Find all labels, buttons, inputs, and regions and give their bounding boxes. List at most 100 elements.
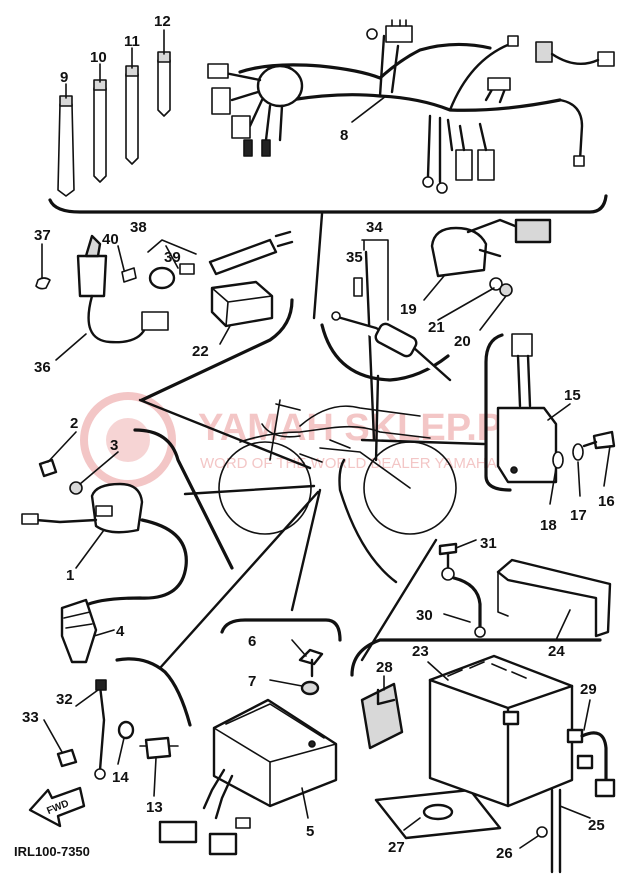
cdi-unit-mount bbox=[308, 740, 316, 748]
callout-17: 17 bbox=[570, 507, 587, 524]
leader-14 bbox=[117, 737, 125, 765]
cdi-coupler-b bbox=[208, 832, 238, 856]
harness-terminal-left-a bbox=[243, 139, 253, 157]
callout-22: 22 bbox=[192, 343, 209, 360]
plug-cap-ribs bbox=[63, 611, 93, 629]
bracket-rectifier-group bbox=[115, 657, 192, 727]
callout-40: 40 bbox=[102, 231, 119, 248]
harness-end-lead bbox=[550, 52, 600, 66]
leader-4 bbox=[93, 629, 115, 637]
leaders-9-12 bbox=[65, 29, 165, 99]
callout-18: 18 bbox=[540, 517, 557, 534]
washer-17 bbox=[572, 443, 584, 461]
callout-23: 23 bbox=[412, 643, 429, 660]
part-battery-pad-27 bbox=[374, 788, 502, 840]
bracket-front-bottom bbox=[220, 618, 342, 642]
sensor-32-terminal bbox=[94, 768, 106, 780]
callout-16: 16 bbox=[598, 493, 615, 510]
starter-relay-body bbox=[430, 226, 488, 278]
callout-1: 1 bbox=[66, 567, 74, 584]
part-flasher-unit-34 bbox=[331, 239, 452, 382]
cdi-unit-body bbox=[212, 698, 338, 808]
bolt-16-head bbox=[592, 430, 616, 450]
part-battery-23 bbox=[428, 654, 574, 808]
rear-wheel bbox=[363, 441, 457, 535]
flasher-group-bracket bbox=[361, 239, 389, 321]
callout-2: 2 bbox=[70, 415, 78, 432]
leader-relay bbox=[360, 438, 486, 446]
harness-coupler-c bbox=[487, 77, 511, 91]
harness-connector-small bbox=[507, 35, 519, 47]
leader-30 bbox=[443, 613, 471, 623]
leader-24 bbox=[555, 609, 571, 641]
bracket-top-harness bbox=[48, 194, 608, 214]
part-battery-lead-29 bbox=[566, 728, 616, 798]
callout-26: 26 bbox=[496, 845, 513, 862]
part-flasher-relay-22 bbox=[210, 280, 274, 328]
callout-29: 29 bbox=[580, 681, 597, 698]
callout-15: 15 bbox=[564, 387, 581, 404]
fwd-arrow: FWD bbox=[28, 786, 86, 828]
harness-branch-upper bbox=[378, 34, 400, 98]
part-cable-bands bbox=[57, 51, 171, 197]
callout-24: 24 bbox=[548, 643, 565, 660]
leader-19 bbox=[423, 275, 445, 301]
leader-33 bbox=[43, 719, 63, 753]
leader-21 bbox=[437, 287, 495, 321]
battery-lead-30-eye bbox=[441, 567, 455, 581]
plug-cap-4 bbox=[60, 598, 98, 664]
callout-8: 8 bbox=[340, 127, 348, 144]
callout-13: 13 bbox=[146, 799, 163, 816]
callout-10: 10 bbox=[90, 49, 107, 66]
callout-leaders bbox=[41, 29, 611, 849]
screw-33 bbox=[56, 748, 78, 768]
sensor-32-top bbox=[95, 679, 107, 691]
callout-7: 7 bbox=[248, 673, 256, 690]
harness-main-run bbox=[288, 93, 562, 112]
callout-31: 31 bbox=[480, 535, 497, 552]
watermark: YAMAH SKLEP.PL WORD OF THE WORLD DEALER … bbox=[80, 392, 525, 488]
harness-coil-bundle bbox=[256, 64, 304, 108]
callout-19: 19 bbox=[400, 301, 417, 318]
battery-cells bbox=[447, 661, 527, 679]
washer-3 bbox=[69, 481, 83, 495]
ignition-coil-lead bbox=[34, 518, 98, 524]
callout-38: 38 bbox=[130, 219, 147, 236]
battery-band-shape bbox=[496, 558, 612, 638]
battery-cover-plate bbox=[360, 682, 404, 750]
harness-coupler-leads bbox=[458, 122, 488, 152]
washer-14 bbox=[117, 720, 135, 740]
harness-ground-terminal bbox=[366, 28, 378, 40]
leader-27 bbox=[403, 817, 421, 831]
leader-22 bbox=[219, 325, 231, 345]
battery-cover-tab bbox=[376, 688, 396, 706]
callout-4: 4 bbox=[116, 623, 125, 640]
cable-band-12 bbox=[157, 59, 171, 117]
part-ignition-coil-1 bbox=[21, 458, 188, 664]
relay-15-mount bbox=[510, 466, 518, 474]
leader-40 bbox=[117, 245, 125, 271]
main-switch-coupler bbox=[141, 311, 169, 331]
leader-1 bbox=[75, 529, 105, 569]
fwd-arrow-shape bbox=[28, 786, 86, 828]
nut-20 bbox=[499, 283, 513, 297]
harness-connector-box bbox=[535, 41, 553, 63]
group-brackets bbox=[48, 194, 608, 727]
battery-pad-hole bbox=[422, 803, 454, 821]
battery-lead-29-end bbox=[594, 778, 616, 798]
harness-coupler-left-b bbox=[211, 87, 231, 115]
bracket-cdi-group bbox=[133, 428, 234, 570]
breather-pipe-shape bbox=[550, 788, 562, 874]
swing-arm bbox=[319, 447, 411, 489]
leader-29 bbox=[583, 699, 591, 731]
leader-2 bbox=[47, 431, 77, 463]
callout-21: 21 bbox=[428, 319, 445, 336]
motorcycle-outline bbox=[218, 399, 457, 535]
leader-ignition bbox=[138, 398, 312, 470]
front-fork bbox=[269, 399, 301, 461]
part-relay-assembly-15 bbox=[496, 333, 616, 484]
part-breather-pipe-25 bbox=[536, 788, 562, 874]
bolt-16-shank bbox=[582, 440, 598, 448]
leader-fuse-switch bbox=[364, 250, 376, 442]
cdi-unit-rim bbox=[225, 703, 325, 739]
